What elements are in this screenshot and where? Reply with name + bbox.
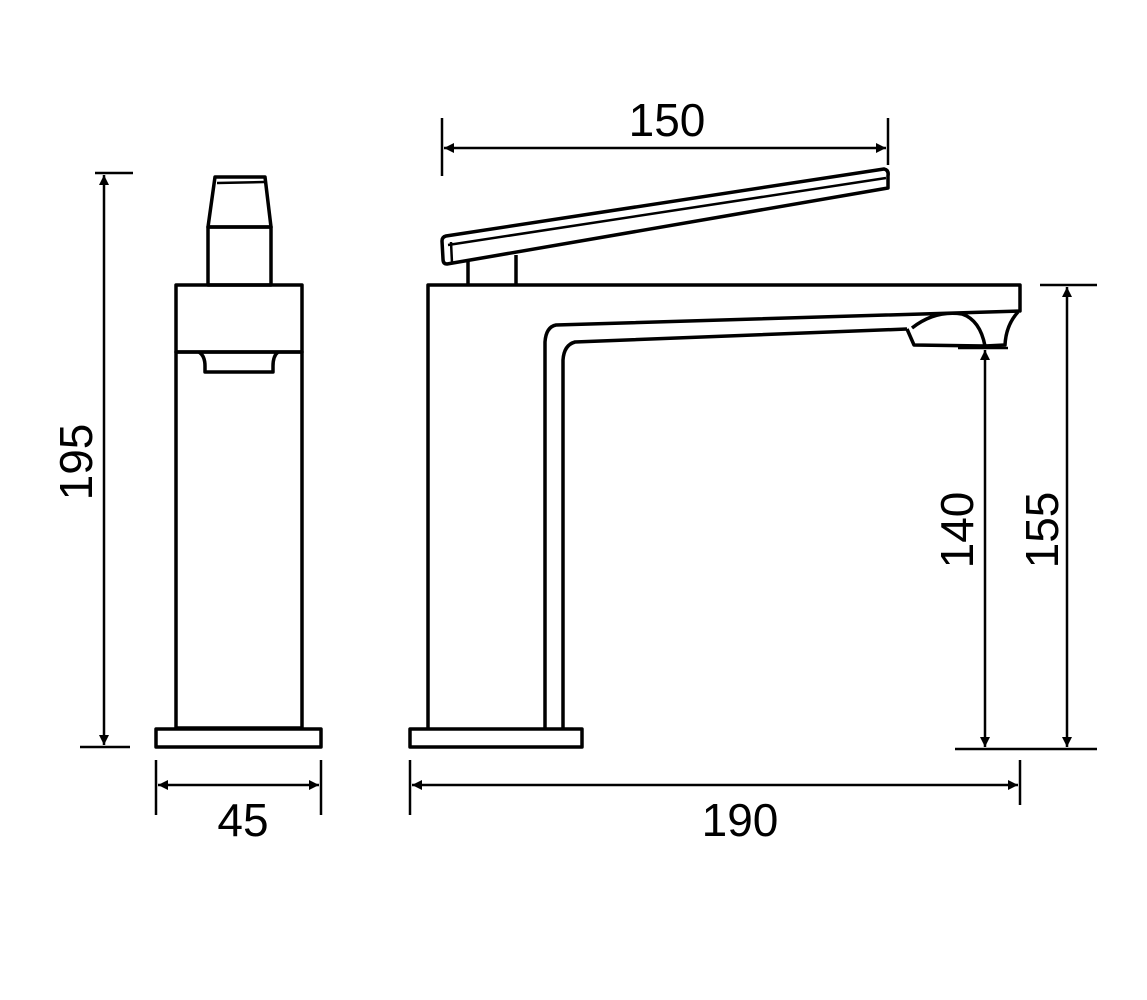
dimension-140: 140 — [931, 346, 1097, 751]
dimension-label-195: 195 — [50, 424, 102, 501]
front-view — [408, 167, 1022, 749]
side-handle-top — [206, 175, 273, 229]
side-base-plate — [154, 727, 323, 749]
lever-stem — [466, 255, 518, 285]
dimension-195: 195 — [50, 171, 133, 749]
side-view — [154, 175, 323, 749]
front-base-plate — [408, 727, 584, 749]
faucet-body-outer — [426, 283, 1022, 728]
dimension-150: 150 — [440, 94, 890, 176]
dimension-label-155: 155 — [1016, 492, 1068, 569]
dimension-label-140: 140 — [931, 492, 983, 569]
lever-handle — [440, 167, 890, 266]
side-aerator-notch — [197, 350, 280, 374]
dimension-label-150: 150 — [629, 94, 706, 146]
faucet-body-inner — [561, 327, 908, 728]
aerator — [905, 310, 1020, 348]
dimension-label-190: 190 — [702, 794, 779, 846]
dimension-label-45: 45 — [217, 794, 268, 846]
side-body-lower — [174, 350, 304, 730]
dimension-45: 45 — [154, 760, 323, 846]
dimension-155: 155 — [1016, 283, 1097, 747]
side-handle-stem — [206, 225, 273, 287]
dimension-190: 190 — [408, 760, 1022, 846]
side-body-upper — [174, 283, 304, 354]
